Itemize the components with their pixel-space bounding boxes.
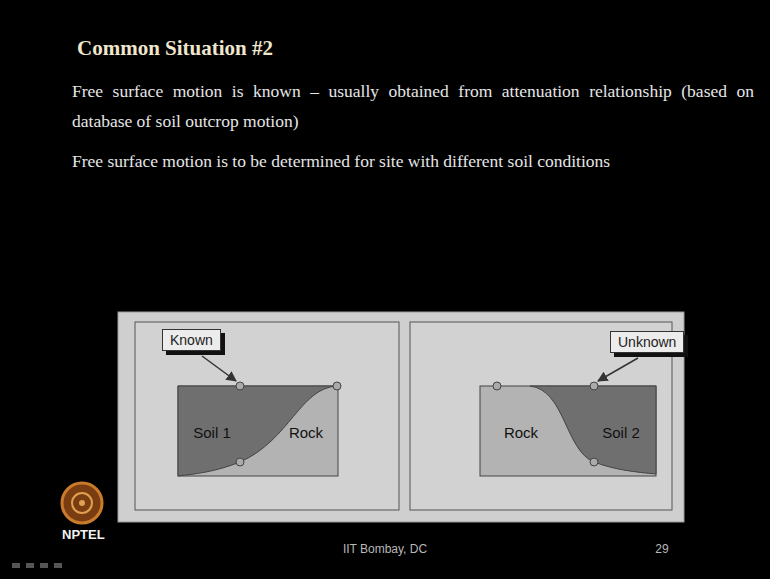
slide-title: Common Situation #2 [77,36,273,61]
figure-frame [135,322,399,510]
callout-text: Unknown [618,334,676,350]
logo-text: NPTEL [62,527,105,542]
point [590,458,598,466]
leader-arrow [598,358,638,381]
region-label: Soil 1 [193,424,231,441]
region-label: Rock [289,424,323,441]
nav-icons [12,563,62,568]
callout-box: Unknown [610,331,684,353]
point [333,382,341,390]
body-text: Free surface motion is to be determined … [72,146,754,176]
callout-text: Known [170,332,213,348]
body-text: Free surface motion is known – usually o… [72,76,754,136]
page-number: 29 [655,542,668,556]
soil-region [530,386,656,474]
region-label: Soil 2 [602,424,640,441]
leader-arrow [202,356,236,381]
callout-box: Known [162,329,221,351]
point [236,382,244,390]
logo-emblem [62,483,102,523]
soil-region [178,386,337,476]
figure-panel [118,312,684,522]
point [236,458,244,466]
rock-region [480,386,656,476]
point [493,382,501,390]
region-label: Rock [504,424,538,441]
footer-text: IIT Bombay, DC [343,542,427,556]
rock-region [178,386,338,476]
point [590,382,598,390]
